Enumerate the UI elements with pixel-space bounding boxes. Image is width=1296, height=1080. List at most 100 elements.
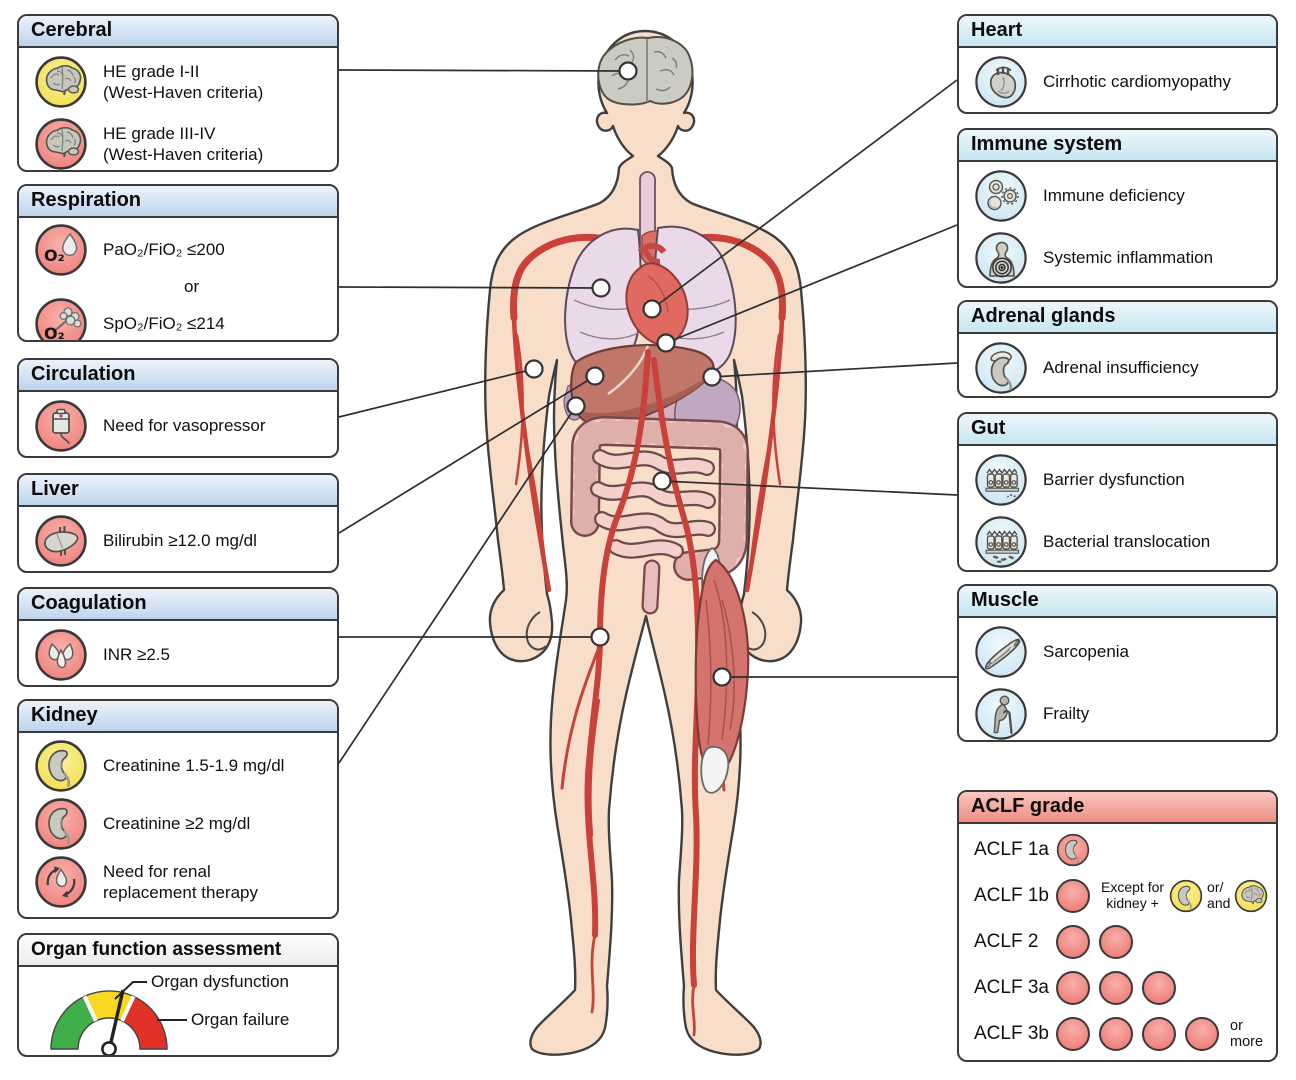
list-item: Creatinine ≥2 mg/dl (34, 797, 329, 851)
kidney-red-circle-icon (1056, 833, 1090, 867)
organ-failure-circle (1142, 1017, 1176, 1051)
list-item: Sarcopenia (974, 625, 1268, 679)
item-label: PaO₂/FiO₂ ≤200 (103, 240, 225, 260)
panel-immune-header: Immune system (959, 130, 1276, 162)
organ-failure-circle (1056, 879, 1090, 913)
failure-circles (1056, 925, 1142, 959)
item-label: HE grade III-IV (West-Haven criteria) (103, 123, 264, 164)
list-item: Barrier dysfunction (974, 453, 1268, 507)
list-item: Systemic inflammation (974, 231, 1268, 285)
aclf-grade-label: ACLF 1b (974, 885, 1049, 906)
panel-immune-system: Immune system Immune deficiency Systemic… (957, 128, 1278, 288)
intestines-organ (570, 416, 749, 615)
aclf-exception-note: Except for kidney + (1101, 879, 1165, 911)
aclf-or-and-text: or/ and (1207, 879, 1231, 911)
panel-organ-function-assessment: Organ function assessment Organ dysfunct… (17, 933, 339, 1057)
list-item: Frailty (974, 687, 1268, 740)
aclf-or-more-text: or more (1230, 1018, 1264, 1050)
list-item: INR ≥2.5 (34, 628, 329, 682)
list-item: Bacterial translocation (974, 515, 1268, 569)
panel-coagulation: Coagulation INR ≥2.5 (17, 587, 339, 687)
item-label: Bilirubin ≥12.0 mg/dl (103, 531, 257, 551)
frailty-cane-icon (975, 688, 1027, 740)
panel-gut: Gut Barrier dysfunction Bacterial transl… (957, 412, 1278, 572)
panel-kidney: Kidney Creatinine 1.5-1.9 mg/dl Creatini… (17, 699, 339, 919)
item-label: Need for renal replacement therapy (103, 861, 258, 902)
adrenal-gland-icon (975, 342, 1027, 394)
organ-failure-circle (1056, 1017, 1090, 1051)
item-label: Frailty (1043, 704, 1090, 724)
item-label: INR ≥2.5 (103, 645, 170, 665)
panel-title: Coagulation (31, 592, 147, 614)
panel-muscle-header: Muscle (959, 586, 1276, 618)
aclf-grade-label: ACLF 2 (974, 931, 1039, 952)
muscle-fiber-icon (975, 626, 1027, 678)
brain-yellow-icon (35, 56, 87, 108)
list-item: Creatinine 1.5-1.9 mg/dl (34, 739, 329, 793)
list-item: Immune deficiency (974, 169, 1268, 223)
panel-title: Immune system (971, 133, 1123, 155)
panel-title: Adrenal glands (971, 305, 1116, 327)
blood-drops-icon (35, 629, 87, 681)
organ-failure-circle (1099, 971, 1133, 1005)
panel-adrenal-glands: Adrenal glands Adrenal insufficiency (957, 300, 1278, 398)
panel-heart: Heart Cirrhotic cardiomyopathy (957, 14, 1278, 114)
item-label: Need for vasopressor (103, 416, 266, 436)
failure-circles (1056, 1017, 1228, 1051)
organ-failure-circle (1142, 971, 1176, 1005)
kidney-yellow-icon (35, 740, 87, 792)
aclf-row-3b: ACLF 3b or more (963, 1011, 1272, 1057)
svg-text:O₂: O₂ (44, 324, 65, 342)
list-item: O₂ PaO₂/FiO₂ ≤200 (34, 223, 329, 277)
item-label: Systemic inflammation (1043, 248, 1214, 268)
renal-replacement-icon (35, 856, 87, 908)
panel-title: Muscle (971, 589, 1039, 611)
oxygen-droplet-icon: O₂ (35, 224, 87, 276)
list-item: Bilirubin ≥12.0 mg/dl (34, 514, 329, 568)
gauge-label-dysfunction: Organ dysfunction (151, 972, 289, 991)
aclf-row-1a: ACLF 1a (963, 827, 1272, 873)
gauge-needle-pivot (101, 1041, 117, 1055)
aclf-grade-label: ACLF 3a (974, 977, 1049, 998)
panel-cerebral-header: Cerebral (19, 16, 337, 48)
panel-title: Organ function assessment (31, 939, 282, 960)
item-label: Immune deficiency (1043, 186, 1185, 206)
oxygen-alveoli-icon: O₂ (35, 298, 87, 342)
connector-dots (524, 61, 732, 687)
panel-kidney-header: Kidney (19, 701, 337, 733)
item-label: Bacterial translocation (1043, 532, 1211, 552)
aclf-grade-label: ACLF 1a (974, 839, 1049, 860)
organ-failure-circle (1185, 1017, 1219, 1051)
aclf-grade-label: ACLF 3b (974, 1023, 1049, 1044)
thigh-muscle-organ (694, 546, 750, 794)
organ-failure-circle (1099, 1017, 1133, 1051)
list-item: HE grade I-II (West-Haven criteria) (34, 55, 329, 109)
panel-coagulation-header: Coagulation (19, 589, 337, 621)
item-label: Sarcopenia (1043, 642, 1130, 662)
item-label: Adrenal insufficiency (1043, 358, 1199, 378)
brain-red-icon (35, 118, 87, 170)
panel-title: Respiration (31, 189, 142, 211)
svg-text:O₂: O₂ (44, 246, 65, 265)
liver-icon (35, 515, 87, 567)
panel-liver: Liver Bilirubin ≥12.0 mg/dl (17, 473, 339, 573)
panel-gut-header: Gut (959, 414, 1276, 446)
panel-muscle: Muscle Sarcopenia Frailty (957, 584, 1278, 742)
panel-circulation-header: Circulation (19, 360, 337, 392)
item-label: Creatinine ≥2 mg/dl (103, 814, 251, 834)
aclf-row-3a: ACLF 3a (963, 965, 1272, 1011)
failure-circles (1056, 971, 1185, 1005)
panel-adrenal-header: Adrenal glands (959, 302, 1276, 334)
panel-circulation: Circulation Need for vasopressor (17, 358, 339, 458)
kidney-red-icon (35, 798, 87, 850)
aclf-row-2: ACLF 2 (963, 919, 1272, 965)
panel-title: Heart (971, 19, 1023, 41)
immune-cells-icon (975, 170, 1027, 222)
item-label: Barrier dysfunction (1043, 470, 1185, 490)
connector-lines (338, 69, 958, 764)
bacteria-translocation-icon (975, 516, 1027, 568)
panel-title: Circulation (31, 363, 136, 385)
failure-circles (1056, 879, 1099, 913)
panel-organ-assessment-header: Organ function assessment (19, 935, 337, 967)
